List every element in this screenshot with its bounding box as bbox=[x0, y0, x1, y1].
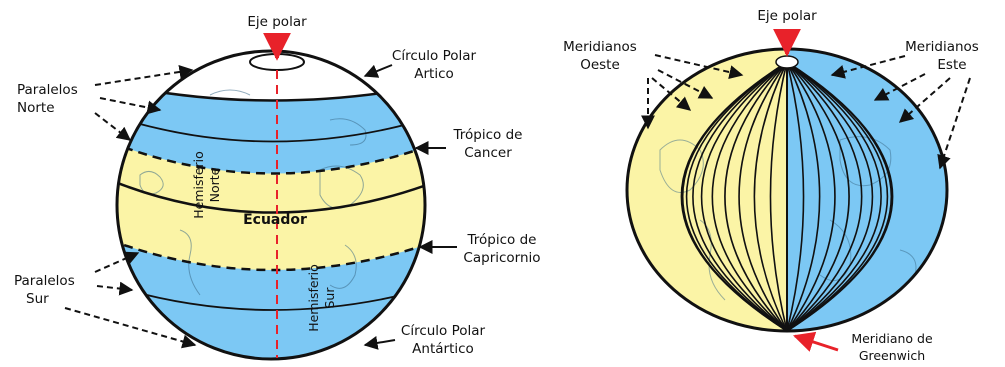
meridian-lines bbox=[680, 61, 894, 331]
meridian-line bbox=[682, 61, 788, 331]
west-meridian-arrow-2 bbox=[657, 69, 714, 99]
north-parallel-arrow-3 bbox=[94, 112, 132, 141]
antarctic-arrow bbox=[363, 336, 396, 350]
left-axis-label: Eje polar bbox=[247, 14, 307, 30]
greenwich-label-1: Meridiano de bbox=[851, 331, 933, 346]
west-meridian-arrow-3 bbox=[651, 77, 692, 111]
tropic-capricorn-line bbox=[117, 238, 425, 272]
north-parallel-arrow-1 bbox=[94, 65, 194, 86]
meridian-line bbox=[786, 61, 882, 331]
east-meridians-label-2: Este bbox=[937, 57, 966, 73]
meridian-line bbox=[753, 61, 788, 331]
svg-text:Hemisferio: Hemisferio bbox=[191, 151, 206, 219]
meridian-line bbox=[700, 61, 788, 331]
tropical-band bbox=[117, 142, 425, 270]
tropic-cancer-label-2: Cancer bbox=[464, 145, 512, 161]
east-meridians-label-1: Meridianos bbox=[905, 39, 979, 55]
north-parallels-label-1: Paralelos bbox=[17, 82, 78, 98]
greenwich-label-2: Greenwich bbox=[859, 348, 925, 363]
south-parallel-arrow-2 bbox=[96, 281, 134, 296]
left-globe: Eje polar Círculo Polar Artico Paralelos… bbox=[14, 14, 541, 361]
meridian-line bbox=[786, 61, 836, 331]
antarctic-label-1: Círculo Polar bbox=[401, 323, 486, 339]
southern-hemisphere-label: Hemisferio Sur bbox=[306, 264, 337, 332]
equator-label: Ecuador bbox=[243, 212, 307, 228]
west-meridians-label-2: Oeste bbox=[580, 57, 620, 73]
svg-text:Sur: Sur bbox=[322, 287, 337, 309]
east-meridian-arrow-1 bbox=[830, 55, 906, 79]
equator-line bbox=[117, 178, 425, 214]
south-parallels-label-1: Paralelos bbox=[14, 273, 75, 289]
meridian-line bbox=[786, 61, 889, 331]
right-globe: Eje polar Meridianos Oeste Meridianos Es… bbox=[563, 8, 979, 363]
svg-text:Hemisferio: Hemisferio bbox=[306, 264, 321, 332]
meridian-line bbox=[786, 61, 821, 331]
tropic-capricorn-label-1: Trópico de bbox=[467, 232, 537, 248]
tropic-capricorn-label-2: Capricornio bbox=[463, 250, 540, 266]
tropic-cancer-label-1: Trópico de bbox=[453, 127, 523, 143]
meridian-line bbox=[738, 61, 788, 331]
arctic-label-2: Artico bbox=[414, 66, 454, 82]
tropic-cancer-line bbox=[117, 140, 425, 175]
continent-outlines bbox=[139, 89, 367, 296]
meridian-line bbox=[711, 61, 788, 331]
arctic-arrow bbox=[363, 64, 393, 78]
meridian-line bbox=[786, 61, 894, 331]
north-parallels-label-2: Norte bbox=[17, 100, 55, 116]
antarctic-label-2: Antártico bbox=[412, 341, 474, 357]
meridian-line bbox=[786, 61, 805, 331]
meridian-line bbox=[692, 61, 788, 331]
svg-text:Norte: Norte bbox=[207, 167, 222, 202]
meridian-line bbox=[724, 61, 788, 331]
east-meridian-arrow-4 bbox=[937, 77, 971, 170]
west-meridian-arrow-1 bbox=[654, 54, 744, 79]
north-parallel-arrow-2 bbox=[99, 97, 162, 115]
east-meridian-arrow-3 bbox=[898, 77, 951, 123]
meridian-line bbox=[786, 61, 863, 331]
meridian-line bbox=[786, 61, 850, 331]
south-parallels-label-2: Sur bbox=[26, 291, 49, 307]
right-axis-label: Eje polar bbox=[757, 8, 817, 24]
greenwich-arrow bbox=[793, 331, 839, 352]
arctic-label-1: Círculo Polar bbox=[392, 48, 477, 64]
right-north-pole bbox=[775, 55, 799, 69]
northern-hemisphere-label: Hemisferio Norte bbox=[191, 151, 222, 219]
west-meridians-label-1: Meridianos bbox=[563, 39, 637, 55]
south-parallel-arrow-1 bbox=[94, 251, 140, 273]
south-parallel-arrow-3 bbox=[64, 307, 197, 349]
meridian-line bbox=[786, 61, 874, 331]
meridian-line bbox=[769, 61, 788, 331]
meridian-line bbox=[685, 61, 788, 331]
north-parallel-line bbox=[117, 114, 425, 143]
